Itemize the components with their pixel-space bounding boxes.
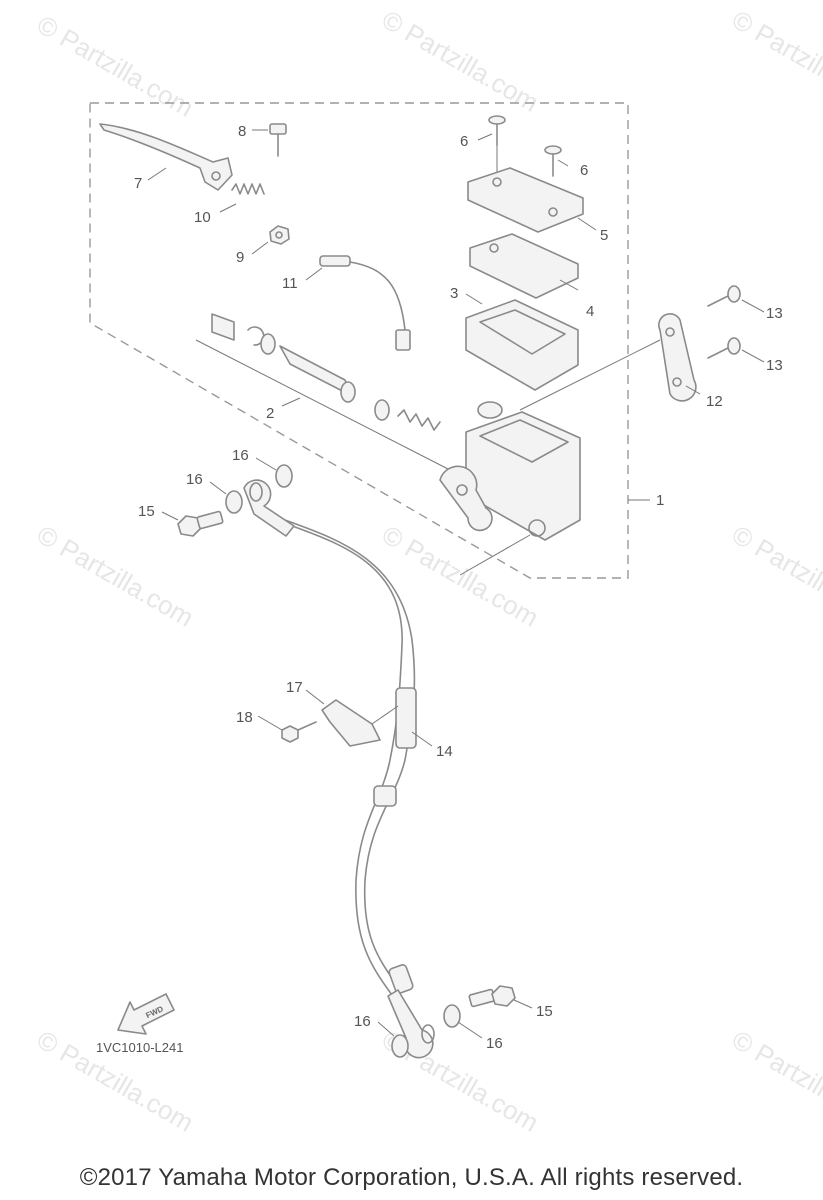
watermark-4: © Partzilla.com bbox=[32, 519, 199, 633]
callout-17: 17 bbox=[286, 679, 303, 696]
callout-leaders bbox=[147, 129, 765, 1039]
callout-13b: 13 bbox=[766, 357, 783, 374]
brake-switch bbox=[319, 255, 411, 351]
callout-13a: 13 bbox=[766, 305, 783, 322]
holder-bolt-a bbox=[707, 285, 741, 307]
watermark-9: © Partzilla.com bbox=[727, 1024, 823, 1138]
callout-5: 5 bbox=[600, 227, 608, 244]
brake-hose bbox=[284, 519, 417, 996]
callout-10: 10 bbox=[194, 209, 211, 226]
callout-15a: 15 bbox=[138, 503, 155, 520]
watermark-1: © Partzilla.com bbox=[32, 9, 199, 123]
forward-arrow: FWD bbox=[117, 993, 175, 1035]
diaphragm-plate bbox=[469, 233, 579, 299]
holder-bolt-b bbox=[707, 337, 741, 359]
callout-15b: 15 bbox=[536, 1003, 553, 1020]
gasket-lower-b bbox=[391, 1034, 409, 1058]
cap-screw-a bbox=[488, 115, 506, 178]
callout-1: 1 bbox=[656, 492, 664, 509]
callout-14: 14 bbox=[436, 743, 453, 760]
assembly-boundary bbox=[89, 102, 629, 579]
callout-9: 9 bbox=[236, 249, 244, 266]
guide-screw bbox=[281, 721, 317, 743]
lever-pivot-bolt bbox=[269, 123, 287, 157]
reservoir-cap bbox=[467, 167, 584, 233]
callout-4: 4 bbox=[586, 303, 594, 320]
callout-3: 3 bbox=[450, 285, 458, 302]
callout-11: 11 bbox=[282, 275, 298, 292]
callout-7: 7 bbox=[134, 175, 142, 192]
callout-12: 12 bbox=[706, 393, 723, 410]
callout-16c: 16 bbox=[354, 1013, 371, 1030]
copyright-notice: ©2017 Yamaha Motor Corporation, U.S.A. A… bbox=[79, 1164, 744, 1191]
hose-guide bbox=[321, 699, 399, 747]
upper-banjo-fitting bbox=[243, 479, 295, 537]
watermark-5: © Partzilla.com bbox=[377, 519, 544, 633]
lower-union-bolt bbox=[468, 985, 516, 1008]
callout-16a: 16 bbox=[232, 447, 249, 464]
watermark-6: © Partzilla.com bbox=[727, 519, 823, 633]
callout-8: 8 bbox=[238, 123, 246, 140]
piston-kit bbox=[195, 313, 451, 471]
watermarks: © Partzilla.com © Partzilla.com © Partzi… bbox=[32, 4, 823, 1138]
callout-2: 2 bbox=[266, 405, 274, 422]
callout-6b: 6 bbox=[580, 162, 588, 179]
callout-16b: 16 bbox=[186, 471, 203, 488]
diagram-code: 1VC1010-L241 bbox=[96, 1040, 184, 1055]
callout-16d: 16 bbox=[486, 1035, 503, 1052]
upper-union-bolt bbox=[177, 510, 224, 537]
cap-screw-b bbox=[544, 145, 562, 177]
brake-lever bbox=[99, 123, 233, 191]
diaphragm bbox=[465, 299, 579, 391]
gasket-upper-a bbox=[275, 464, 293, 488]
callout-6a: 6 bbox=[460, 133, 468, 150]
master-cylinder bbox=[439, 401, 581, 576]
master-cylinder-holder bbox=[519, 313, 697, 411]
gasket-lower-a bbox=[443, 1004, 461, 1028]
gasket-upper-b bbox=[225, 490, 243, 514]
pivot-nut bbox=[269, 225, 290, 245]
adjuster-spring bbox=[231, 183, 265, 195]
watermark-2: © Partzilla.com bbox=[377, 4, 544, 118]
callout-labels: 1 2 3 4 5 6 6 7 8 9 10 11 12 13 13 14 15… bbox=[134, 123, 783, 1052]
callout-18: 18 bbox=[236, 709, 253, 726]
watermark-3: © Partzilla.com bbox=[727, 4, 823, 118]
